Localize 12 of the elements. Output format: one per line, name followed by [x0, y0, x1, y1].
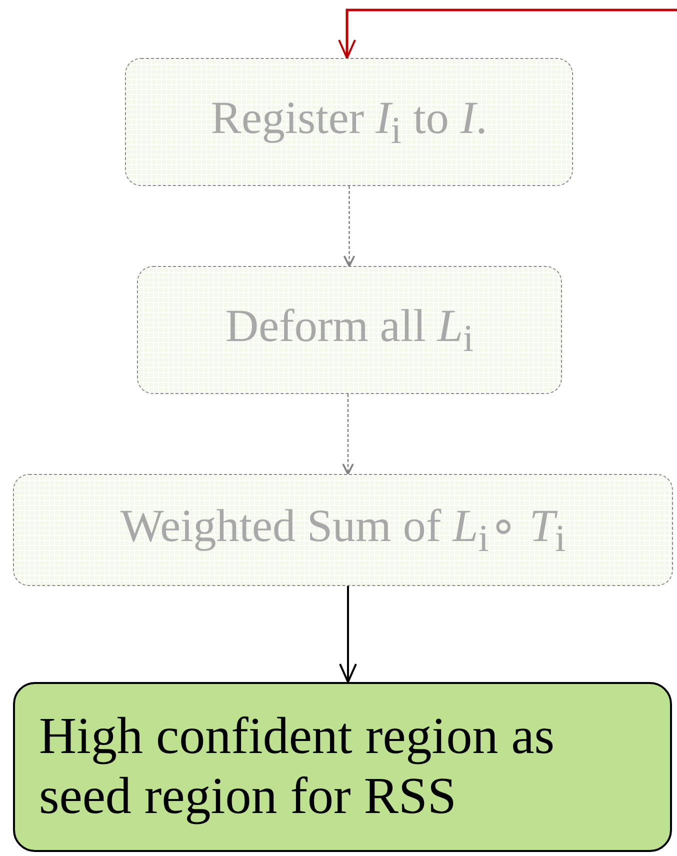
arrow — [338, 8, 677, 59]
process-box — [13, 682, 672, 852]
arrow — [339, 586, 357, 683]
arrow — [342, 394, 354, 475]
process-box — [137, 266, 562, 394]
box-label: High confident region as seed region for RSS — [39, 707, 556, 827]
box-label: Deform all L$_{i}$ — [225, 298, 474, 362]
box-label: Register I$_{i}$ to I. — [210, 90, 488, 154]
process-box — [125, 58, 573, 186]
box-label: Weighted Sum of L$_{i}$∘ T$_{i}$ — [120, 499, 566, 562]
arrow — [343, 186, 356, 267]
process-box — [13, 474, 673, 586]
